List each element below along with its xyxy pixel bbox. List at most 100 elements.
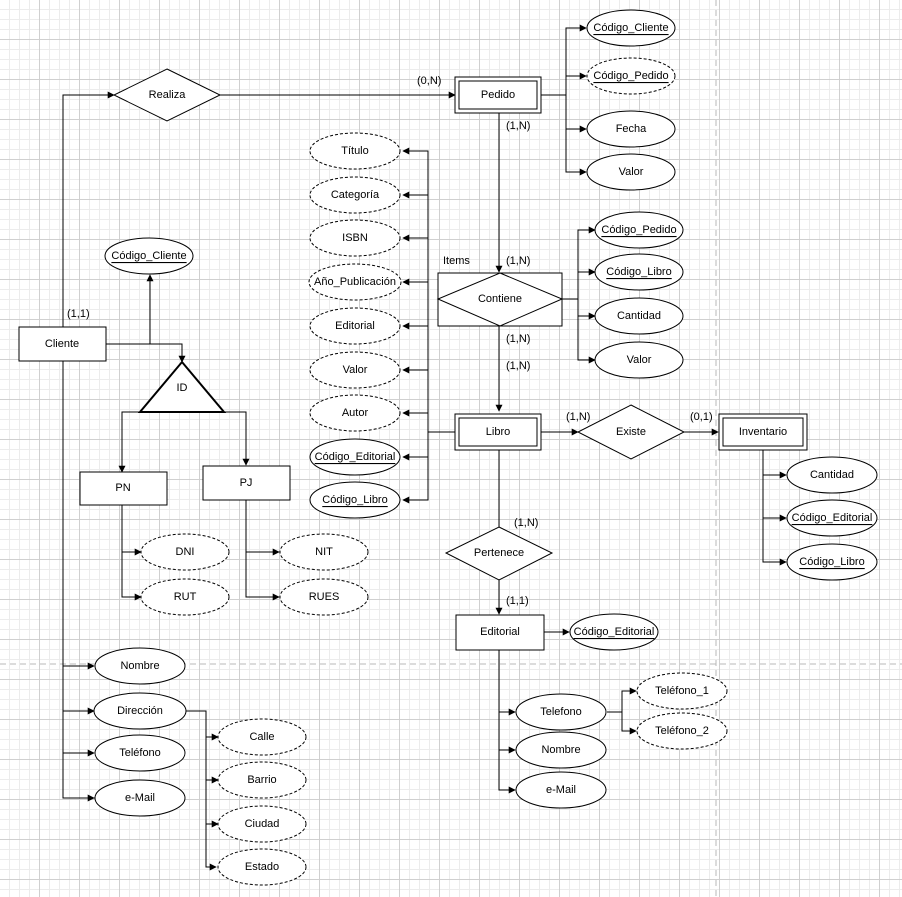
attr-editorial-telefono[interactable]: Telefono — [515, 693, 607, 731]
attr-libro-editorial[interactable]: Editorial — [309, 307, 401, 345]
card-pedido-contiene: (1,N) — [506, 120, 530, 132]
entity-pj[interactable]: PJ — [202, 465, 291, 501]
attr-contiene-codigo-libro[interactable]: Código_Libro — [594, 253, 684, 291]
attr-libro-codigo-libro[interactable]: Código_Libro — [309, 481, 401, 519]
attr-libro-valor[interactable]: Valor — [309, 351, 401, 389]
attr-libro-autor[interactable]: Autor — [309, 394, 401, 432]
attr-contiene-cantidad[interactable]: Cantidad — [594, 297, 684, 335]
card-libro-pertenece: (1,N) — [514, 517, 538, 529]
attr-pedido-fecha[interactable]: Fecha — [586, 110, 676, 148]
attr-editorial-codigo-editorial[interactable]: Código_Editorial — [569, 613, 659, 651]
attr-editorial-nombre-label: Nombre — [541, 744, 580, 756]
relationship-contiene[interactable]: Contiene — [436, 272, 564, 327]
entity-editorial-label: Editorial — [480, 626, 520, 638]
attr-libro-isbn-label: ISBN — [342, 232, 368, 244]
attr-telefono-1[interactable]: Teléfono_1 — [636, 672, 728, 710]
entity-pn[interactable]: PN — [79, 471, 168, 506]
attr-contiene-codigo-pedido-label: Código_Pedido — [601, 224, 676, 236]
attr-libro-codigo-editorial-label: Código_Editorial — [315, 451, 396, 463]
attr-direccion-estado-label: Estado — [245, 861, 279, 873]
connector-pedido-trunk — [541, 94, 587, 176]
attr-editorial-email[interactable]: e-Mail — [515, 771, 607, 809]
attr-inventario-codigo-libro-label: Código_Libro — [799, 556, 864, 568]
entity-pedido[interactable]: Pedido — [454, 76, 542, 114]
connector-contiene-codpedido — [577, 226, 596, 299]
attr-cliente-email[interactable]: e-Mail — [94, 779, 186, 817]
attr-pn-rut[interactable]: RUT — [140, 578, 230, 616]
entity-editorial[interactable]: Editorial — [455, 614, 545, 651]
attr-editorial-nombre[interactable]: Nombre — [515, 731, 607, 769]
attr-pj-nit[interactable]: NIT — [279, 533, 369, 571]
connector-libro-trunk — [402, 147, 455, 433]
attr-contiene-valor[interactable]: Valor — [594, 341, 684, 379]
relationship-pertenece[interactable]: Pertenece — [444, 526, 554, 581]
attr-pedido-codigo-pedido[interactable]: Código_Pedido — [586, 57, 676, 95]
entity-inventario[interactable]: Inventario — [718, 413, 808, 451]
attr-libro-anio-publicacion[interactable]: Año_Publicación — [308, 263, 402, 301]
card-realiza-pedido: (0,N) — [417, 75, 441, 87]
attr-inventario-codigo-editorial[interactable]: Código_Editorial — [786, 499, 878, 537]
attr-libro-codigo-editorial[interactable]: Código_Editorial — [309, 438, 401, 476]
attr-libro-titulo[interactable]: Título — [309, 132, 401, 170]
connector-pj-rues — [245, 552, 280, 601]
attr-inventario-cantidad[interactable]: Cantidad — [786, 456, 878, 494]
attr-cliente-nombre-label: Nombre — [120, 660, 159, 672]
connector-cliente-codigo — [106, 274, 154, 345]
attr-libro-isbn[interactable]: ISBN — [309, 219, 401, 257]
relationship-existe-label: Existe — [616, 426, 646, 438]
attr-cliente-nombre[interactable]: Nombre — [94, 647, 186, 685]
attr-cliente-telefono-label: Teléfono — [119, 747, 161, 759]
entity-inventario-label: Inventario — [739, 426, 787, 438]
attr-pn-dni[interactable]: DNI — [140, 533, 230, 571]
attr-direccion-barrio-label: Barrio — [247, 774, 276, 786]
attr-cliente-telefono[interactable]: Teléfono — [94, 734, 186, 772]
connector-contiene-trunk — [562, 298, 596, 364]
attr-libro-categoria[interactable]: Categoría — [309, 176, 401, 214]
attr-pedido-valor-label: Valor — [619, 166, 644, 178]
card-contiene-top: (1,N) — [506, 255, 530, 267]
attr-editorial-telefono-label: Telefono — [540, 706, 582, 718]
connector-pj-nit — [245, 500, 280, 556]
entity-cliente-label: Cliente — [45, 338, 79, 350]
attr-direccion-calle[interactable]: Calle — [217, 718, 307, 756]
card-existe-inventario: (0,1) — [690, 411, 713, 423]
attr-telefono-2[interactable]: Teléfono_2 — [636, 712, 728, 750]
entity-cliente[interactable]: Cliente — [18, 326, 107, 362]
connector-editorial-trunk — [498, 650, 516, 794]
attr-cliente-email-label: e-Mail — [125, 792, 155, 804]
attr-pedido-codigo-pedido-label: Código_Pedido — [593, 70, 668, 82]
attr-direccion-calle-label: Calle — [249, 731, 274, 743]
attr-pedido-codigo-cliente[interactable]: Código_Cliente — [586, 9, 676, 47]
connector-pn-rut — [121, 552, 142, 601]
relationship-existe[interactable]: Existe — [576, 404, 686, 460]
attr-cliente-codigo-cliente[interactable]: Código_Cliente — [104, 237, 194, 275]
attr-pn-rut-label: RUT — [174, 591, 197, 603]
connector-direccion-trunk — [186, 710, 217, 871]
attr-libro-titulo-label: Título — [341, 145, 369, 157]
entity-pedido-label: Pedido — [481, 89, 515, 101]
attr-direccion-estado[interactable]: Estado — [217, 848, 307, 886]
attr-direccion-ciudad[interactable]: Ciudad — [217, 805, 307, 843]
attr-contiene-codigo-pedido[interactable]: Código_Pedido — [594, 211, 684, 249]
attr-cliente-direccion[interactable]: Dirección — [93, 692, 187, 730]
entity-libro[interactable]: Libro — [454, 413, 542, 451]
specialization-id[interactable]: ID — [137, 360, 227, 413]
attr-direccion-barrio[interactable]: Barrio — [217, 761, 307, 799]
connector-pn-dni — [121, 505, 142, 556]
attr-pedido-valor[interactable]: Valor — [586, 153, 676, 191]
connectors — [62, 24, 787, 871]
attr-editorial-email-label: e-Mail — [546, 784, 576, 796]
specialization-id-label: ID — [177, 382, 188, 394]
entity-libro-label: Libro — [486, 426, 510, 438]
connector-cliente-realiza — [62, 91, 115, 327]
card-cliente-realiza: (1,1) — [67, 308, 90, 320]
attr-pedido-codigo-cliente-label: Código_Cliente — [593, 22, 668, 34]
attr-pj-nit-label: NIT — [315, 546, 333, 558]
attr-telefono-2-label: Teléfono_2 — [655, 725, 709, 737]
attr-pj-rues[interactable]: RUES — [279, 578, 369, 616]
relationship-realiza[interactable]: Realiza — [112, 68, 222, 122]
attr-inventario-codigo-libro[interactable]: Código_Libro — [786, 543, 878, 581]
attr-inventario-codigo-editorial-label: Código_Editorial — [792, 512, 873, 524]
attr-pj-rues-label: RUES — [309, 591, 340, 603]
